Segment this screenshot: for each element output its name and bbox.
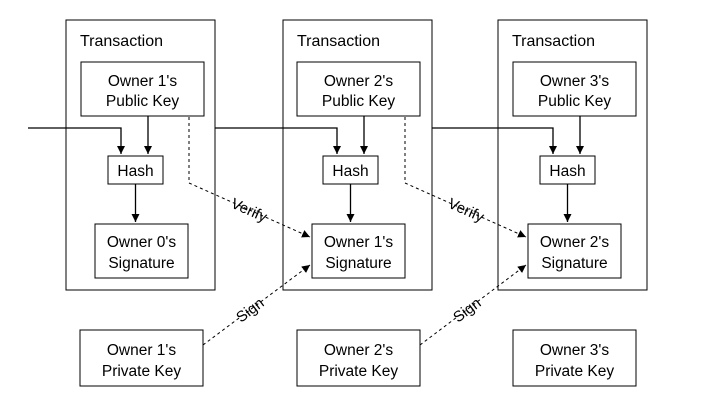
sign-arrow — [202, 264, 311, 346]
private-key-2: Owner 2's Private Key — [296, 329, 421, 387]
public-key-owner: Owner 1's — [108, 73, 178, 90]
public-key-owner: Owner 3's — [540, 73, 610, 90]
private-key-box — [512, 329, 637, 387]
signature-label: Signature — [108, 255, 174, 272]
private-key-label: Private Key — [102, 363, 182, 380]
private-key-box — [79, 329, 204, 387]
sign-arrow — [419, 264, 527, 346]
incoming-hash-arrow — [28, 127, 125, 154]
hash-label: Hash — [117, 163, 153, 180]
transaction-link-arrow — [215, 127, 341, 154]
hash-box — [539, 155, 596, 185]
verify-label: Verify — [445, 195, 487, 226]
private-key-1: Owner 1's Private Key — [79, 329, 204, 387]
public-key-box — [512, 61, 637, 117]
signature-owner: Owner 0's — [107, 234, 177, 251]
signature-label: Signature — [325, 255, 391, 272]
hash-label: Hash — [332, 163, 368, 180]
private-key-owner: Owner 1's — [107, 342, 177, 359]
transaction-title: Transaction — [512, 33, 595, 50]
signature-owner: Owner 1's — [324, 234, 394, 251]
public-key-label: Public Key — [538, 93, 611, 110]
private-key-owner: Owner 3's — [540, 342, 610, 359]
transaction-title: Transaction — [80, 33, 163, 50]
transaction-1: Transaction Owner 1's Public Key Hash Ow… — [65, 19, 216, 291]
hash-label: Hash — [549, 163, 585, 180]
public-key-label: Public Key — [106, 93, 179, 110]
public-key-label: Public Key — [322, 93, 395, 110]
verify-label: Verify — [228, 195, 270, 226]
signature-box — [527, 223, 622, 279]
signature-box — [94, 223, 189, 279]
signature-owner: Owner 2's — [540, 234, 610, 251]
transaction-link-arrow — [432, 127, 557, 154]
private-key-box — [296, 329, 421, 387]
private-key-owner: Owner 2's — [324, 342, 394, 359]
verify-arrow — [188, 117, 311, 238]
sign-label: Sign — [233, 295, 267, 327]
transaction-2: Transaction Owner 2's Public Key Hash Ow… — [282, 19, 433, 291]
transaction-title: Transaction — [297, 33, 380, 50]
signature-label: Signature — [541, 255, 607, 272]
public-key-box — [296, 61, 421, 117]
private-key-3: Owner 3's Private Key — [512, 329, 637, 387]
private-key-label: Private Key — [535, 363, 615, 380]
signature-box — [311, 223, 406, 279]
private-key-label: Private Key — [319, 363, 399, 380]
sign-label: Sign — [450, 295, 484, 327]
public-key-box — [80, 61, 205, 117]
public-key-owner: Owner 2's — [324, 73, 394, 90]
transaction-3: Transaction Owner 3's Public Key Hash Ow… — [497, 19, 648, 291]
hash-inputs — [28, 116, 584, 222]
verify-arrow — [404, 117, 527, 238]
